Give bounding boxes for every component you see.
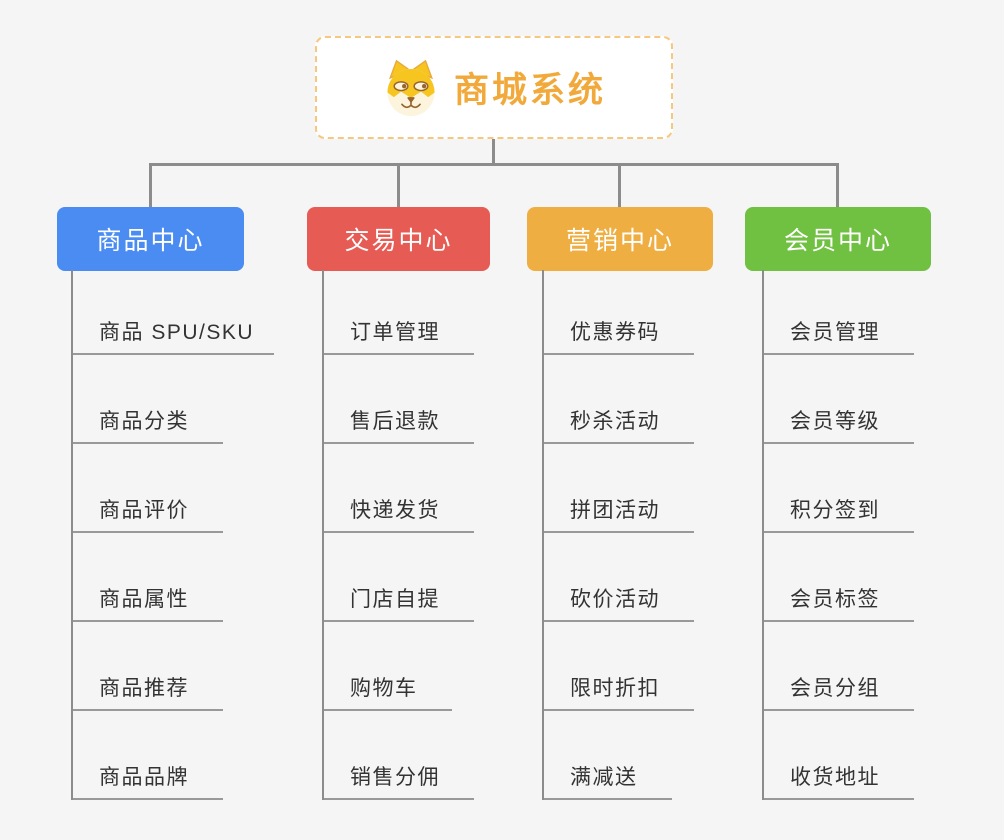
leaf-node[interactable]: 会员管理: [764, 311, 914, 355]
root-title: 商城系统: [453, 71, 606, 110]
leaf-node[interactable]: 收货地址: [764, 756, 914, 800]
leaf-node[interactable]: 商品属性: [73, 578, 223, 622]
leaf-node[interactable]: 商品推荐: [73, 667, 223, 711]
connector-stem: [492, 139, 495, 165]
leaf-node[interactable]: 订单管理: [324, 311, 474, 355]
leaf-node[interactable]: 门店自提: [324, 578, 474, 622]
connector-horizontal-bar: [149, 163, 839, 166]
branch-node-product-center[interactable]: 商品中心: [57, 207, 244, 271]
branch-column-marketing: 优惠券码 秒杀活动 拼团活动 砍价活动 限时折扣 满减送: [542, 270, 702, 800]
connector-drop-3: [618, 165, 621, 207]
leaf-node[interactable]: 积分签到: [764, 489, 914, 533]
leaf-node[interactable]: 快递发货: [324, 489, 474, 533]
leaf-node[interactable]: 商品评价: [73, 489, 223, 533]
connector-drop-1: [149, 165, 152, 207]
connector-drop-4: [836, 165, 839, 207]
connector-drop-2: [397, 165, 400, 207]
leaf-node[interactable]: 会员标签: [764, 578, 914, 622]
leaf-node[interactable]: 售后退款: [324, 400, 474, 444]
leaf-node[interactable]: 销售分佣: [324, 756, 474, 800]
doge-icon: [382, 58, 440, 118]
leaf-node[interactable]: 满减送: [544, 756, 672, 800]
leaf-node[interactable]: 限时折扣: [544, 667, 694, 711]
leaf-node[interactable]: 拼团活动: [544, 489, 694, 533]
leaf-node[interactable]: 商品 SPU/SKU: [73, 311, 274, 355]
branch-column-product: 商品 SPU/SKU 商品分类 商品评价 商品属性 商品推荐 商品品牌: [71, 270, 281, 800]
leaf-node[interactable]: 购物车: [324, 667, 452, 711]
leaf-node[interactable]: 商品品牌: [73, 756, 223, 800]
root-node-mall-system[interactable]: 商城系统: [315, 36, 673, 139]
leaf-node[interactable]: 会员等级: [764, 400, 914, 444]
leaf-node[interactable]: 商品分类: [73, 400, 223, 444]
leaf-node[interactable]: 会员分组: [764, 667, 914, 711]
branch-node-marketing-center[interactable]: 营销中心: [527, 207, 713, 271]
leaf-node[interactable]: 优惠券码: [544, 311, 694, 355]
leaf-node[interactable]: 砍价活动: [544, 578, 694, 622]
branch-node-member-center[interactable]: 会员中心: [745, 207, 931, 271]
branch-column-trade: 订单管理 售后退款 快递发货 门店自提 购物车 销售分佣: [322, 270, 482, 800]
branch-column-member: 会员管理 会员等级 积分签到 会员标签 会员分组 收货地址: [762, 270, 922, 800]
branch-node-trade-center[interactable]: 交易中心: [307, 207, 490, 271]
leaf-node[interactable]: 秒杀活动: [544, 400, 694, 444]
